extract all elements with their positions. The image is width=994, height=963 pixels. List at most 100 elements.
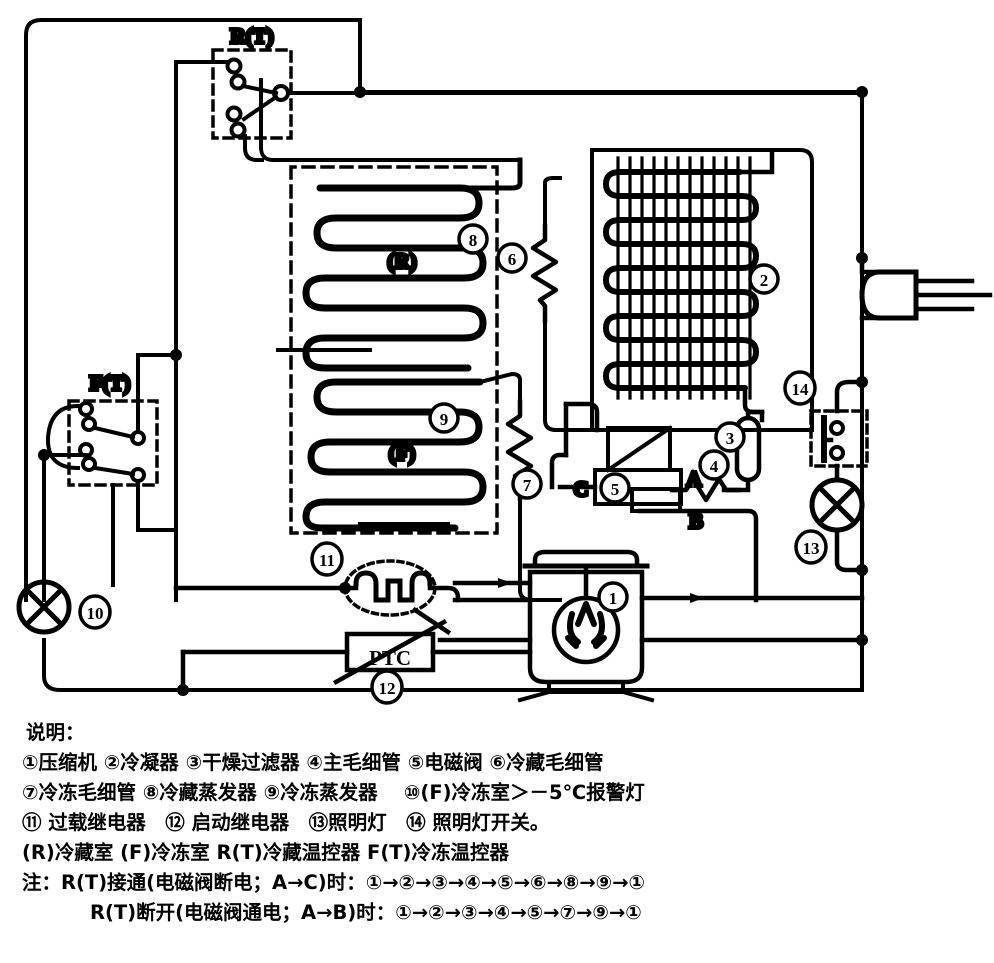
- lamp-switch-group[interactable]: [809, 376, 869, 576]
- ptc-start-relay-group[interactable]: [177, 618, 533, 696]
- wire-dryer-in: [745, 409, 765, 423]
- ft-contact-upper-1: [78, 401, 94, 417]
- junction-ptc-bottom: [177, 684, 189, 696]
- circuit-schematic-svg: R(T) F(T): [16, 18, 993, 705]
- legend-block: 说明： ①压缩机 ②冷凝器 ③干燥过滤器 ④主毛细管 ⑤电磁阀 ⑥冷藏毛细管 ⑦…: [0, 718, 994, 963]
- overload-relay-group[interactable]: [173, 559, 461, 636]
- wire-lamp-bottom: [834, 527, 865, 573]
- junction-rt-top: [354, 86, 366, 98]
- condenser-serpentine: [603, 169, 759, 391]
- wire-capillary6-path: [543, 176, 599, 432]
- rt-contact-lower-2: [229, 121, 247, 139]
- evaporator-dashed-outline: [289, 165, 499, 535]
- callout-fridge-evaporator: 8: [457, 223, 489, 255]
- condenser-fins: [616, 156, 752, 400]
- svg-text:8: 8: [469, 231, 478, 250]
- alarm-lamp-circle: [16, 579, 72, 635]
- junction-lamp-bottom: [856, 564, 868, 576]
- svg-text:10: 10: [87, 604, 104, 623]
- freezer-evaporator-coil: [302, 378, 487, 532]
- svg-text:7: 7: [523, 476, 532, 495]
- junction-lamp-switch: [856, 376, 868, 388]
- ft-left-bracket: [45, 403, 81, 471]
- callout-freezer-capillary: 7: [511, 468, 543, 500]
- compressor-lid: [532, 549, 640, 569]
- wire-valve-port-b: [637, 508, 759, 603]
- ft-contact-upper-2: [81, 416, 97, 432]
- svg-text:4: 4: [710, 457, 719, 476]
- wire-rt-to-evap-top: [258, 145, 522, 162]
- fridge-capillary-zigzag: [530, 222, 559, 325]
- wire-valve-left-conn: [549, 452, 569, 490]
- lamp-switch-contact-lower: [829, 445, 845, 461]
- ft-thermostat-group[interactable]: [42, 353, 178, 602]
- power-plug-group: [856, 252, 993, 321]
- svg-text:6: 6: [508, 250, 517, 269]
- svg-text:1: 1: [609, 589, 618, 608]
- wire-outer-left-loop: [24, 18, 362, 602]
- callout-solenoid-valve: 5: [599, 472, 631, 504]
- valve-port-a-label: A: [686, 467, 702, 491]
- callout-lighting-lamp: 13: [794, 529, 828, 565]
- lamp-switch-contact-upper: [829, 420, 845, 436]
- lighting-lamp-cross: [816, 484, 858, 526]
- solenoid-valve-group[interactable]: [549, 401, 759, 603]
- main-capillary-zigzag: [669, 476, 743, 503]
- rt-thermostat-group[interactable]: [174, 48, 864, 352]
- arrow-discharge: [690, 593, 704, 603]
- wire-evap-r-inlet: [317, 157, 523, 191]
- svg-text:9: 9: [440, 410, 449, 429]
- valve-port-c-label: C: [573, 477, 588, 501]
- wire-lamp-switch-top: [834, 379, 865, 414]
- callout-numbers: 1 2 3 4 5 6 7 8: [78, 223, 828, 705]
- ft-contact-lower-2: [81, 456, 97, 472]
- overload-bimetal-glyph: [353, 570, 433, 603]
- ft-blade-upper: [92, 425, 136, 440]
- note-line-2: R(T)断开(电磁阀通电；A→B)时：①→②→③→④→⑤→⑦→⑨→①: [90, 901, 642, 924]
- evaporator-cabinet-group: [289, 165, 499, 535]
- ptc-diagonal-slash: [332, 618, 448, 686]
- rt-contact-upper-1: [225, 57, 243, 75]
- wire-overload-to-ptc: [411, 606, 452, 636]
- condenser-frame: [590, 148, 814, 432]
- svg-text:11: 11: [319, 551, 335, 570]
- callout-fridge-capillary: 6: [496, 242, 528, 274]
- wire-condenser-inlet: [737, 149, 775, 175]
- ft-blade-lower: [92, 465, 136, 477]
- svg-text:5: 5: [611, 480, 620, 499]
- legend-line-4: (R)冷藏室 (F)冷冻室 R(T)冷藏温控器 F(T)冷冻温控器: [22, 841, 509, 864]
- condenser-group: [590, 148, 814, 432]
- compressor-motor-windings: [565, 601, 607, 649]
- wire-valve-top-left: [563, 401, 600, 433]
- refrigerator-circuit-diagram: R(T) F(T): [16, 18, 993, 705]
- callout-compressor: 1: [597, 581, 629, 613]
- svg-text:3: 3: [726, 429, 735, 448]
- rt-contact-lower-1: [225, 105, 243, 123]
- junction-overload: [339, 582, 351, 594]
- callout-condenser: 2: [748, 263, 780, 295]
- svg-text:14: 14: [792, 380, 810, 399]
- ft-thermostat-label: F(T): [90, 371, 131, 395]
- svg-text:13: 13: [803, 539, 820, 558]
- wire-rt-lower-out: [243, 134, 264, 162]
- callout-lamp-switch: 14: [783, 370, 817, 406]
- svg-text:2: 2: [760, 271, 769, 290]
- fridge-compartment-label: (R): [387, 249, 416, 273]
- legend-line-2: ⑦冷冻毛细管 ⑧冷藏蒸发器 ⑨冷冻蒸发器 ⑩(F)冷冻室＞－5℃报警灯: [22, 781, 645, 804]
- legend-heading: 说明：: [26, 721, 85, 744]
- rt-thermostat-label: R(T): [230, 24, 273, 48]
- junction-plug: [856, 252, 868, 264]
- alarm-lamp-group: [16, 579, 72, 635]
- junction-ft-left: [38, 449, 50, 461]
- alarm-lamp-cross: [23, 586, 65, 628]
- svg-text:12: 12: [379, 679, 396, 698]
- callout-main-capillary: 4: [698, 449, 730, 481]
- solenoid-coil-diagonal: [605, 425, 673, 473]
- compressor-group: [437, 549, 865, 703]
- callout-dryer-filter: 3: [714, 421, 746, 453]
- legend-line-1: ①压缩机 ②冷凝器 ③干燥过滤器 ④主毛细管 ⑤电磁阀 ⑥冷藏毛细管: [22, 751, 604, 774]
- wire-right-outer-rail: [42, 256, 864, 692]
- wire-evap-mid-stub: [276, 348, 450, 526]
- callout-alarm-lamp: 10: [78, 594, 112, 630]
- legend-line-3: ⑪ 过载继电器 ⑫ 启动继电器 ⑬照明灯 ⑭ 照明灯开关。: [22, 811, 550, 834]
